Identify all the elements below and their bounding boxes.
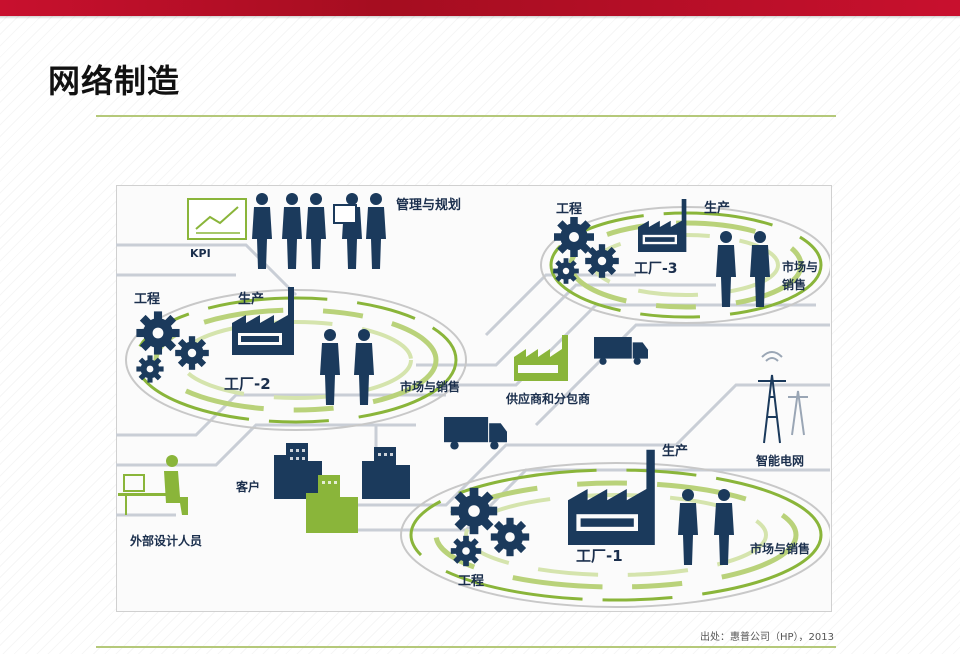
factory3-name: 工厂-3 (634, 261, 678, 277)
supplier-factory-icon (514, 335, 568, 381)
customer-buildings-icon (274, 443, 410, 533)
smart-grid-tower-icon (758, 351, 808, 444)
factory3-engineering-label: 工程 (556, 202, 582, 217)
top-accent-bar (0, 0, 960, 16)
network-manufacturing-diagram: KPI 管理与规划 工程 生产 工厂-3 市场与 销售 工程 生产 工厂-2 市… (116, 193, 830, 608)
factory1-sales-people-icon (678, 489, 734, 565)
factory1-marketing-label: 市场与销售 (750, 541, 810, 556)
factory2-engineering-label: 工程 (134, 292, 160, 307)
kpi-label: KPI (190, 247, 211, 260)
title-divider (96, 115, 836, 117)
supplier-truck-icon (594, 337, 648, 365)
smart-grid-label: 智能电网 (755, 453, 804, 468)
source-citation: 出处：惠普公司（HP），2013 (700, 632, 834, 643)
designer-label: 外部设计人员 (130, 533, 202, 548)
factory1-gears-icon (450, 487, 530, 567)
page-title: 网络制造 (48, 62, 181, 100)
factory2-marketing-label: 市场与销售 (400, 379, 460, 394)
factory3-marketing-line2: 销售 (782, 277, 806, 292)
factory1-engineering-label: 工程 (458, 574, 484, 589)
supplier-label: 供应商和分包商 (505, 391, 590, 406)
factory1-ring (400, 462, 830, 608)
factory3-marketing-line1: 市场与 (782, 259, 818, 274)
factory1-production-label: 生产 (662, 443, 688, 459)
top-bar-shadow (0, 16, 960, 19)
delivery-truck-icon (444, 417, 507, 450)
factory2-name: 工厂-2 (224, 375, 271, 393)
factory2-ring (125, 289, 467, 431)
customer-label: 客户 (235, 479, 260, 494)
kpi-icon (187, 198, 247, 240)
management-people-icon (252, 193, 386, 269)
factory2-gears-icon (136, 311, 209, 383)
factory3-production-label: 生产 (704, 200, 730, 216)
network-lines (116, 243, 830, 532)
factory1-name: 工厂-1 (576, 547, 623, 565)
management-label: 管理与规划 (396, 197, 461, 213)
designer-icon (118, 455, 188, 515)
factory2-production-label: 生产 (238, 291, 264, 307)
bottom-divider (96, 646, 836, 648)
